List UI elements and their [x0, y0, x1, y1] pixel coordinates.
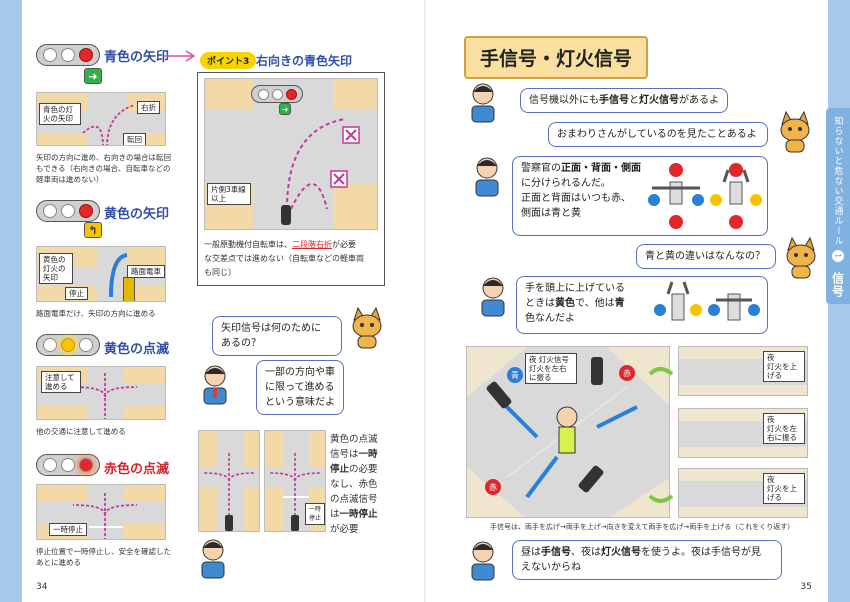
seq-panel-1: 夜灯火を上げる	[678, 346, 808, 396]
label-red: 赤	[485, 479, 501, 495]
officer-signal-figures	[648, 163, 762, 229]
page-number-left: 34	[36, 582, 48, 592]
scene-tag: 一時停止	[49, 523, 87, 536]
lamp-icon	[61, 204, 75, 218]
caption-red-blink: 停止位置で一時停止し、安全を確認した あとに進める	[36, 547, 171, 567]
person-mascot-icon	[203, 365, 227, 405]
seq-panel-2: 夜灯火を左右に振る	[678, 408, 808, 458]
dialogue-bubble-3: 警察官の正面・背面・側面に分けられるんだ。 正面と背面はいつも赤、 側面は青と黄	[512, 156, 768, 236]
night-tag: 夜灯火を上げる	[763, 351, 805, 382]
signal-red	[36, 44, 100, 66]
scene-tag: 注意して進める	[41, 371, 81, 393]
scene-tag: 一時停止	[305, 503, 325, 525]
night-tag: 夜灯火を上げる	[763, 473, 805, 504]
officer-arm-figures	[654, 281, 760, 321]
person-answer-bubble: 一部の方向や車 に限って進める という意味だよ	[256, 360, 344, 415]
page-title: 手信号・灯火信号	[464, 36, 649, 79]
scene-red-blink: 一時停止	[36, 484, 166, 540]
lamp-icon	[61, 48, 75, 62]
dialogue-bubble-6: 昼は手信号、夜は灯火信号を使うよ。夜は手信号が見 えないからね	[512, 540, 782, 580]
lamp-icon	[43, 338, 57, 352]
section-title-red-blink: 赤色の点滅	[104, 462, 170, 477]
dialogue-bubble-2: おまわりさんがしているのを見たことあるよ	[548, 122, 768, 147]
lamp-icon	[257, 88, 269, 100]
chapter-side-tab: 知らないと危ない交通ルール 1 信号	[826, 108, 850, 304]
person-mascot-icon	[471, 541, 495, 581]
red-lamp-icon	[79, 204, 93, 218]
dialogue-bubble-4: 青と黄の違いはなんなの？	[636, 244, 776, 269]
lamp-icon	[43, 458, 57, 472]
scene-blink-yellow-small	[198, 430, 260, 532]
cycle-arrows-icon	[648, 367, 674, 503]
section-title-yellow-arrow: 黄色の矢印	[104, 207, 170, 222]
label-red: 赤	[619, 365, 635, 381]
lamp-icon	[43, 48, 57, 62]
left-page-edge	[0, 0, 22, 602]
caption-blue-arrow: 矢印の方向に進め、右向きの場合は転回 もできる（右向きの場合、自転車などの 軽車…	[36, 153, 171, 184]
red-lamp-icon	[79, 458, 93, 472]
caption-yellow-arrow: 路面電車だけ、矢印の方向に進める	[36, 309, 156, 318]
pointer-arrow-icon	[164, 50, 196, 62]
cat-mascot-icon	[786, 236, 816, 279]
green-arrow-icon: ➜	[279, 103, 291, 115]
scene-right-arrow: ➜ 片側3車線以上	[204, 78, 378, 230]
page-gutter	[424, 0, 426, 602]
night-tag: 夜 灯火信号 灯火を左右に振る	[525, 353, 577, 384]
lamp-icon	[271, 88, 283, 100]
cat-mascot-icon	[780, 110, 810, 153]
person-mascot-icon	[475, 157, 499, 197]
cat-question-bubble: 矢印信号は何のために あるの？	[212, 316, 342, 356]
signal-red-blink	[36, 454, 100, 476]
night-tag: 夜灯火を左右に振る	[763, 413, 805, 444]
scene-tag: 右折	[137, 101, 160, 114]
scene-blink-red-small: 一時停止	[264, 430, 326, 532]
scene-yellow-blink: 注意して進める	[36, 366, 166, 420]
person-mascot-icon	[471, 83, 495, 123]
signal-yellow-blink	[36, 334, 100, 356]
label-blue: 青	[507, 367, 523, 383]
person-mascot-icon	[481, 277, 505, 317]
lamp-icon	[79, 338, 93, 352]
red-lamp-icon	[79, 48, 93, 62]
scene-tag: 転回	[123, 133, 146, 145]
scene-tag: 停止	[65, 287, 88, 300]
sequence-caption: 手信号は、両手を広げ→両手を上げ→向きを変えて両手を広げ→両手を上げる（これをく…	[490, 523, 795, 531]
blink-explanation: 黄色の点滅 信号は一時 停止の必要 なし、赤色 の点滅信号 は一時停止 が必要	[330, 434, 378, 535]
signal-red	[251, 85, 303, 103]
point-title: 右向きの青色矢印	[256, 54, 353, 68]
scene-tag: 青色の灯火の矢印	[39, 103, 81, 125]
scene-tag: 片側3車線以上	[207, 183, 251, 205]
page-number-right: 35	[800, 582, 812, 592]
section-title-yellow-blink: 黄色の点滅	[104, 342, 170, 357]
scene-tag: 路面電車	[127, 265, 165, 278]
seq-panel-3: 夜灯火を上げる	[678, 468, 808, 518]
yellow-arrow-icon: ↰	[84, 222, 102, 238]
lamp-icon	[43, 204, 57, 218]
green-arrow-icon: ➜	[84, 68, 102, 84]
dialogue-bubble-5: 手を頭上に上げている ときは黄色で、他は青 色なんだよ	[516, 276, 768, 334]
scene-officer-intersection: 青 赤 赤 夜 灯火信号 灯火を左右に振る	[466, 346, 670, 518]
yellow-lamp-icon	[61, 338, 75, 352]
red-lamp-icon	[285, 88, 297, 100]
scene-yellow-arrow: 黄色の灯火の矢印 路面電車 停止	[36, 246, 166, 302]
person-mascot-icon	[201, 539, 225, 579]
section-title-blue-arrow: 青色の矢印	[104, 50, 170, 65]
point-tag: ポイント3	[200, 52, 257, 69]
scene-tag: 黄色の灯火の矢印	[39, 253, 73, 284]
signal-red	[36, 200, 100, 222]
lamp-icon	[61, 458, 75, 472]
point-text: 一般原動機付自転車は、二段階右折が必要 な交差点では進めない（自転車などの軽車両…	[204, 240, 364, 277]
scene-blue-arrow: 青色の灯火の矢印 右折 転回	[36, 92, 166, 146]
cat-mascot-icon	[352, 306, 382, 349]
caption-yellow-blink: 他の交通に注意して進める	[36, 427, 126, 436]
dialogue-bubble-1: 信号機以外にも手信号と灯火信号があるよ	[520, 88, 728, 113]
